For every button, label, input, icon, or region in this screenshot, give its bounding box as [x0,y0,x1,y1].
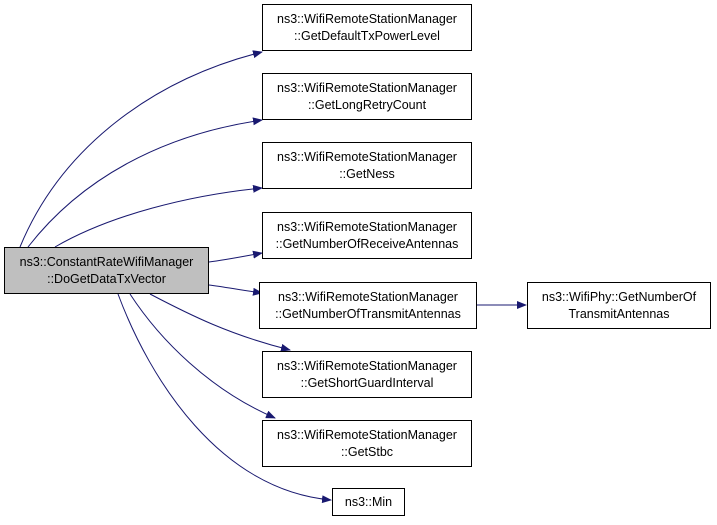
node-label-line1: ns3::WifiRemoteStationManager [277,11,457,26]
node-getdefaulttxpowerlevel[interactable]: ns3::WifiRemoteStationManager ::GetDefau… [262,4,472,51]
node-label-line2: ::GetStbc [340,444,394,459]
root-node-dogetdatatxvector: ns3::ConstantRateWifiManager ::DoGetData… [4,247,209,294]
node-getstbc[interactable]: ns3::WifiRemoteStationManager ::GetStbc [262,420,472,467]
node-min[interactable]: ns3::Min [332,488,405,516]
node-label-line2: ::GetNumberOfTransmitAntennas [275,306,461,321]
edge-to-getdefaulttxpowerlevel [19,50,263,248]
node-label-line1: ns3::WifiRemoteStationManager [277,219,457,234]
edge-to-getlongretrycount [27,117,263,248]
node-label-line2: ::GetShortGuardInterval [300,375,434,390]
node-getlongretrycount[interactable]: ns3::WifiRemoteStationManager ::GetLongR… [262,73,472,120]
node-getness[interactable]: ns3::WifiRemoteStationManager ::GetNess [262,142,472,189]
node-label-line1: ns3::WifiRemoteStationManager [277,80,457,95]
node-label-line2: TransmitAntennas [568,306,670,321]
node-getnumberoftransmitantennas[interactable]: ns3::WifiRemoteStationManager ::GetNumbe… [259,282,477,329]
edge-to-getnumberofreceiveantennas [208,250,263,263]
edge-to-getnumberoftransmitantennas [208,284,263,296]
node-label-line1: ns3::WifiPhy::GetNumberOf [541,289,697,304]
node-getshortguardinterval[interactable]: ns3::WifiRemoteStationManager ::GetShort… [262,351,472,398]
edge-to-getness [54,184,263,248]
node-wifiphy-getnumberoftransmitantennas[interactable]: ns3::WifiPhy::GetNumberOf TransmitAntenn… [527,282,711,329]
edge-to-getshortguardinterval [149,293,291,352]
node-label-line1: ns3::Min [344,494,393,509]
node-label-line2: ::GetNess [339,166,395,181]
node-label-line2: ::GetNumberOfReceiveAntennas [275,236,459,251]
node-label-line1: ns3::WifiRemoteStationManager [277,427,457,442]
edge-to-getstbc [129,293,276,419]
node-label-line2: ::GetLongRetryCount [307,97,427,112]
node-label-line1: ns3::WifiRemoteStationManager [278,289,458,304]
node-label-line2: ::GetDefaultTxPowerLevel [294,28,440,43]
node-label-line2: ::DoGetDataTxVector [47,271,166,286]
node-label-line1: ns3::WifiRemoteStationManager [277,149,457,164]
node-label-line1: ns3::WifiRemoteStationManager [277,358,457,373]
node-getnumberofreceiveantennas[interactable]: ns3::WifiRemoteStationManager ::GetNumbe… [262,212,472,259]
edge-to-min [117,293,332,504]
node-label-line1: ns3::ConstantRateWifiManager [19,254,194,269]
